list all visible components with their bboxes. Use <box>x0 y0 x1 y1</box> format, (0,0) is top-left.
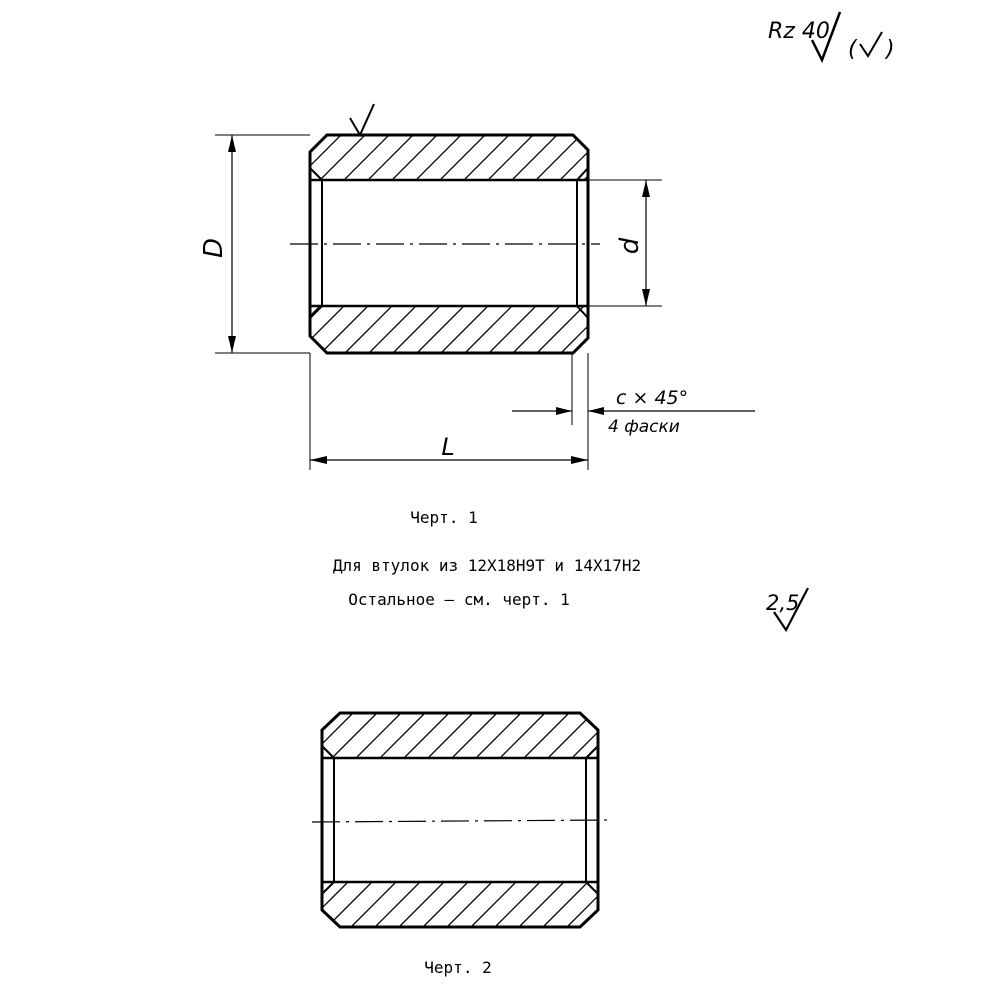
roughness-check-second-icon <box>773 587 809 633</box>
hatch-bottom-wall-2 <box>322 882 598 927</box>
roughness-bracket-close: ) <box>884 37 895 62</box>
dimension-label-L: L <box>441 433 454 461</box>
roughness-symbol-second: 2,5 <box>766 587 809 633</box>
caption-figure-1: Черт. 1 <box>410 508 477 527</box>
figure-2-bushing <box>311 711 613 929</box>
roughness-bracket-open: ( <box>848 37 858 62</box>
hatch-top-wall-1 <box>310 135 588 180</box>
note-line-1: Для втулок из 12Х18Н9Т и 14Х17Н2 <box>333 556 641 575</box>
outer-contour-2 <box>320 711 600 929</box>
caption-figure-2: Черт. 2 <box>424 958 491 977</box>
hatch-bottom-wall-1 <box>310 306 588 353</box>
roughness-mark-edge-icon <box>349 103 375 138</box>
roughness-second-value: 2,5 <box>766 591 799 615</box>
note-line-2: Остальное – см. черт. 1 <box>348 590 570 609</box>
outer-contour-1 <box>308 133 590 355</box>
hatch-top-wall-2 <box>322 713 598 758</box>
center-line-2 <box>311 819 613 823</box>
roughness-check-small-icon <box>859 31 883 58</box>
roughness-symbol-top: Rz 40 ( ) <box>768 11 895 64</box>
chamfer-label: c × 45° <box>616 387 688 409</box>
roughness-check-icon <box>810 11 842 64</box>
roughness-top-value: Rz 40 <box>768 19 830 44</box>
dimension-label-D: D <box>199 238 229 258</box>
chamfer-note: 4 фаски <box>608 417 680 437</box>
figure-1-bushing <box>215 103 755 470</box>
dimension-label-d: d <box>615 237 645 254</box>
